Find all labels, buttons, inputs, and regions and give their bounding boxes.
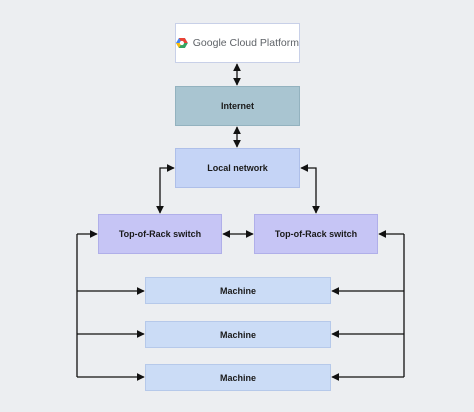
machine-node-3: Machine — [145, 364, 331, 391]
internet-node: Internet — [175, 86, 300, 126]
local-network-node: Local network — [175, 148, 300, 188]
tor-switch-left-label: Top-of-Rack switch — [118, 229, 202, 239]
machine-label: Machine — [219, 329, 256, 340]
machine-label: Machine — [219, 285, 256, 296]
edge-localnet-tor-left — [156, 164, 175, 214]
internet-label: Internet — [220, 101, 254, 111]
tor-switch-left-node: Top-of-Rack switch — [98, 214, 222, 254]
edge-localnet-tor-right — [300, 164, 320, 214]
tor-switch-right-label: Top-of-Rack switch — [274, 229, 358, 239]
google-cloud-platform-node: Google Cloud Platform — [175, 23, 300, 63]
machine-node-2: Machine — [145, 321, 331, 348]
local-network-label: Local network — [207, 163, 268, 173]
machine-node-1: Machine — [145, 277, 331, 304]
machine-label: Machine — [219, 372, 256, 383]
google-cloud-logo-icon — [176, 37, 188, 49]
google-cloud-platform-label: Google Cloud Platform — [192, 37, 299, 49]
tor-switch-right-node: Top-of-Rack switch — [254, 214, 378, 254]
